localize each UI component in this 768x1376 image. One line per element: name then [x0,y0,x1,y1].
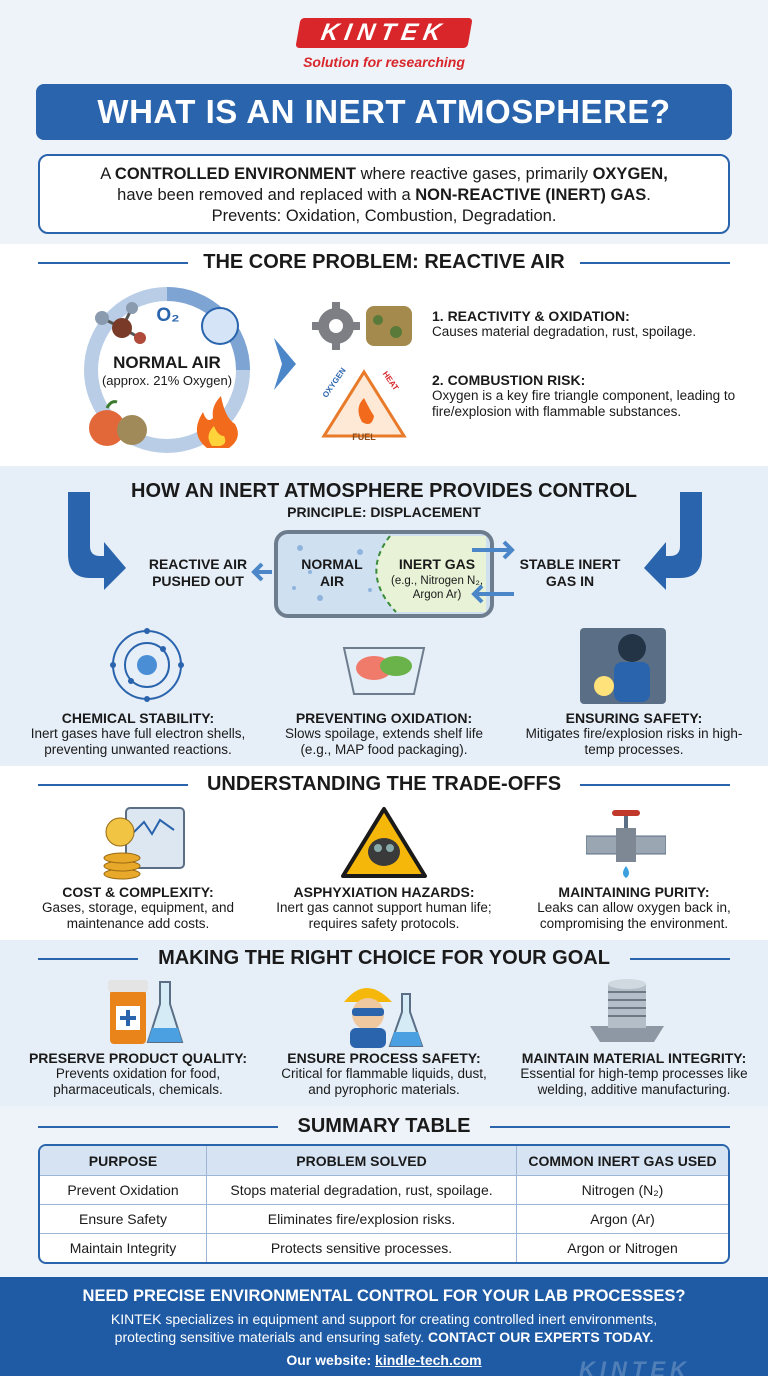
displacement-chamber [251,530,515,618]
table-cell: Eliminates fire/explosion risks. [206,1205,516,1233]
footer-headline: NEED PRECISE ENVIRONMENTAL CONTROL FOR Y… [82,1287,686,1305]
summary-table: PURPOSE PROBLEM SOLVED COMMON INERT GAS … [38,1144,730,1264]
footer-website: Our website: kindle-tech.com [286,1352,482,1368]
page-title: WHAT IS AN INERT ATMOSPHERE? [36,84,732,140]
table-header: PURPOSE [88,1152,158,1169]
table-cell: Maintain Integrity [69,1240,177,1256]
benefit-preventing-oxidation: PREVENTING OXIDATION: Slows spoilage, ex… [284,710,484,757]
gas-mask-warning-icon [341,807,427,878]
triangle-fuel-label: FUEL [352,432,376,442]
leaking-pipe-icon [586,810,666,878]
benefit-chemical-stability: CHEMICAL STABILITY: Inert gases have ful… [30,710,246,757]
kintek-watermark: KINTEK [579,1357,691,1376]
table-header-row: PURPOSE PROBLEM SOLVED COMMON INERT GAS … [40,1146,728,1175]
rotten-fruit-icon [89,400,147,446]
molecule-icon [95,302,146,344]
inert-gas-in-label: STABLE INERT GAS IN [519,556,621,589]
tradeoffs-title: UNDERSTANDING THE TRADE-OFFS [206,773,562,795]
o2-label: O₂ [156,305,180,326]
normal-air-diagram [84,287,250,453]
worker-flask-icon [344,988,424,1048]
goal-material-integrity: MAINTAIN MATERIAL INTEGRITY: Essential f… [520,1050,748,1097]
atom-icon [110,628,184,702]
table-cell: Argon (Ar) [516,1205,728,1233]
table-cell: Stops material degradation, rust, spoila… [206,1176,516,1204]
fire-icon [196,396,238,448]
tradeoff-purity: MAINTAINING PURITY: Leaks can allow oxyg… [537,884,731,931]
table-cell: Argon or Nitrogen [516,1234,728,1262]
summary-title: SUMMARY TABLE [297,1115,471,1137]
medicine-flask-icon [108,980,184,1044]
table-row: Ensure Safety Eliminates fire/explosion … [40,1204,728,1233]
tagline: Solution for researching [303,54,465,70]
chamber-normal-air-label: NORMAL AIR [301,556,363,589]
table-cell: Protects sensitive processes. [206,1234,516,1262]
arrow-right-icon [274,338,296,390]
tradeoff-cost: COST & COMPLEXITY: Gases, storage, equip… [41,884,235,931]
goal-process-safety: ENSURE PROCESS SAFETY: Critical for flam… [281,1050,487,1097]
chamber-inert-gas-examples: (e.g., Nitrogen N₂, Argon Ar) [390,575,484,601]
control-title: HOW AN INERT ATMOSPHERE PROVIDES CONTROL [131,480,637,502]
core-problem-title: THE CORE PROBLEM: REACTIVE AIR [203,251,565,273]
food-tray-icon [342,647,426,695]
oxygen-percentage: (approx. 21% Oxygen) [101,373,233,388]
chamber-inert-gas-label: INERT GAS [398,556,476,572]
table-row: Maintain Integrity Protects sensitive pr… [40,1233,728,1262]
reactive-air-out-label: REACTIVE AIR PUSHED OUT [148,556,248,589]
table-cell: Ensure Safety [79,1211,167,1227]
footer-body: KINTEK specializes in equipment and supp… [110,1311,658,1345]
kintek-logo: KINTEK [295,18,473,48]
normal-air-label: NORMAL AIR [113,353,221,372]
fire-triangle-icon [321,369,407,438]
website-link[interactable]: kindle-tech.com [375,1352,482,1368]
table-cell: Prevent Oxidation [67,1182,179,1198]
problem-item-combustion: 2. COMBUSTION RISK: Oxygen is a key fire… [432,372,736,419]
curved-arrow-down-left-icon [68,492,126,590]
benefit-ensuring-safety: ENSURING SAFETY: Mitigates fire/explosio… [525,710,743,757]
goal-product-quality: PRESERVE PRODUCT QUALITY: Prevents oxida… [28,1050,248,1097]
table-row: Prevent Oxidation Stops material degrada… [40,1175,728,1204]
table-header: PROBLEM SOLVED [206,1146,516,1175]
choice-title: MAKING THE RIGHT CHOICE FOR YOUR GOAL [158,947,610,969]
tradeoff-asphyxiation: ASPHYXIATION HAZARDS: Inert gas cannot s… [276,884,492,931]
coins-equipment-icon [103,807,185,880]
definition-box: A CONTROLLED ENVIRONMENT where reactive … [38,154,730,234]
rusted-gear-bread-icon [312,302,412,350]
table-header: COMMON INERT GAS USED [516,1146,728,1175]
o2-icon [201,307,239,345]
principle-label: PRINCIPLE: DISPLACEMENT [287,504,481,520]
flange-part-icon [590,979,664,1042]
curved-arrow-down-right-icon [644,492,702,590]
table-cell: Nitrogen (N₂) [516,1176,728,1204]
problem-item-reactivity: 1. REACTIVITY & OXIDATION: Causes materi… [432,308,697,339]
welder-icon [580,628,666,704]
footer-cta: NEED PRECISE ENVIRONMENTAL CONTROL FOR Y… [0,1277,768,1376]
